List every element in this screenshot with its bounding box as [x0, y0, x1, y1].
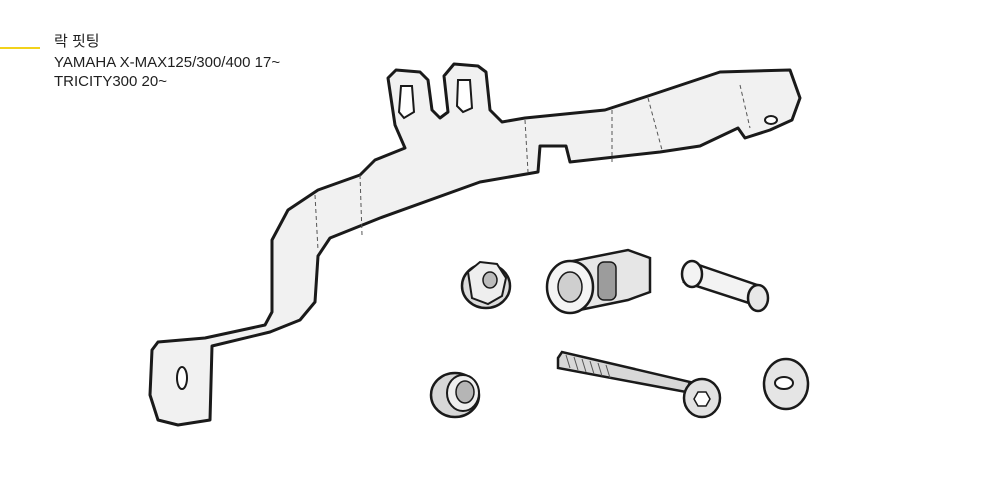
flange-nut [460, 260, 512, 310]
bracket-slot-left [397, 85, 416, 120]
product-caption: 락 핏팅 YAMAHA X-MAX125/300/400 17~ TRICITY… [54, 32, 280, 91]
top-hat-spacer [429, 371, 481, 419]
accent-line [0, 47, 40, 49]
caption-title: 락 핏팅 [54, 33, 100, 50]
caption-model-2: TRICITY300 20~ [54, 73, 167, 90]
bracket-outline [148, 62, 802, 427]
spacer-collar [545, 248, 652, 315]
bracket-hole-end [176, 366, 188, 390]
washer [762, 357, 810, 411]
sleeve-tube [680, 259, 770, 313]
socket-head-bolt [556, 350, 722, 419]
caption-model-1: YAMAHA X-MAX125/300/400 17~ [54, 54, 281, 71]
bracket-slot-right [455, 79, 474, 114]
bracket-bend-lines [314, 84, 751, 251]
bracket-hole-right [764, 115, 778, 125]
mounting-bracket [148, 62, 802, 427]
